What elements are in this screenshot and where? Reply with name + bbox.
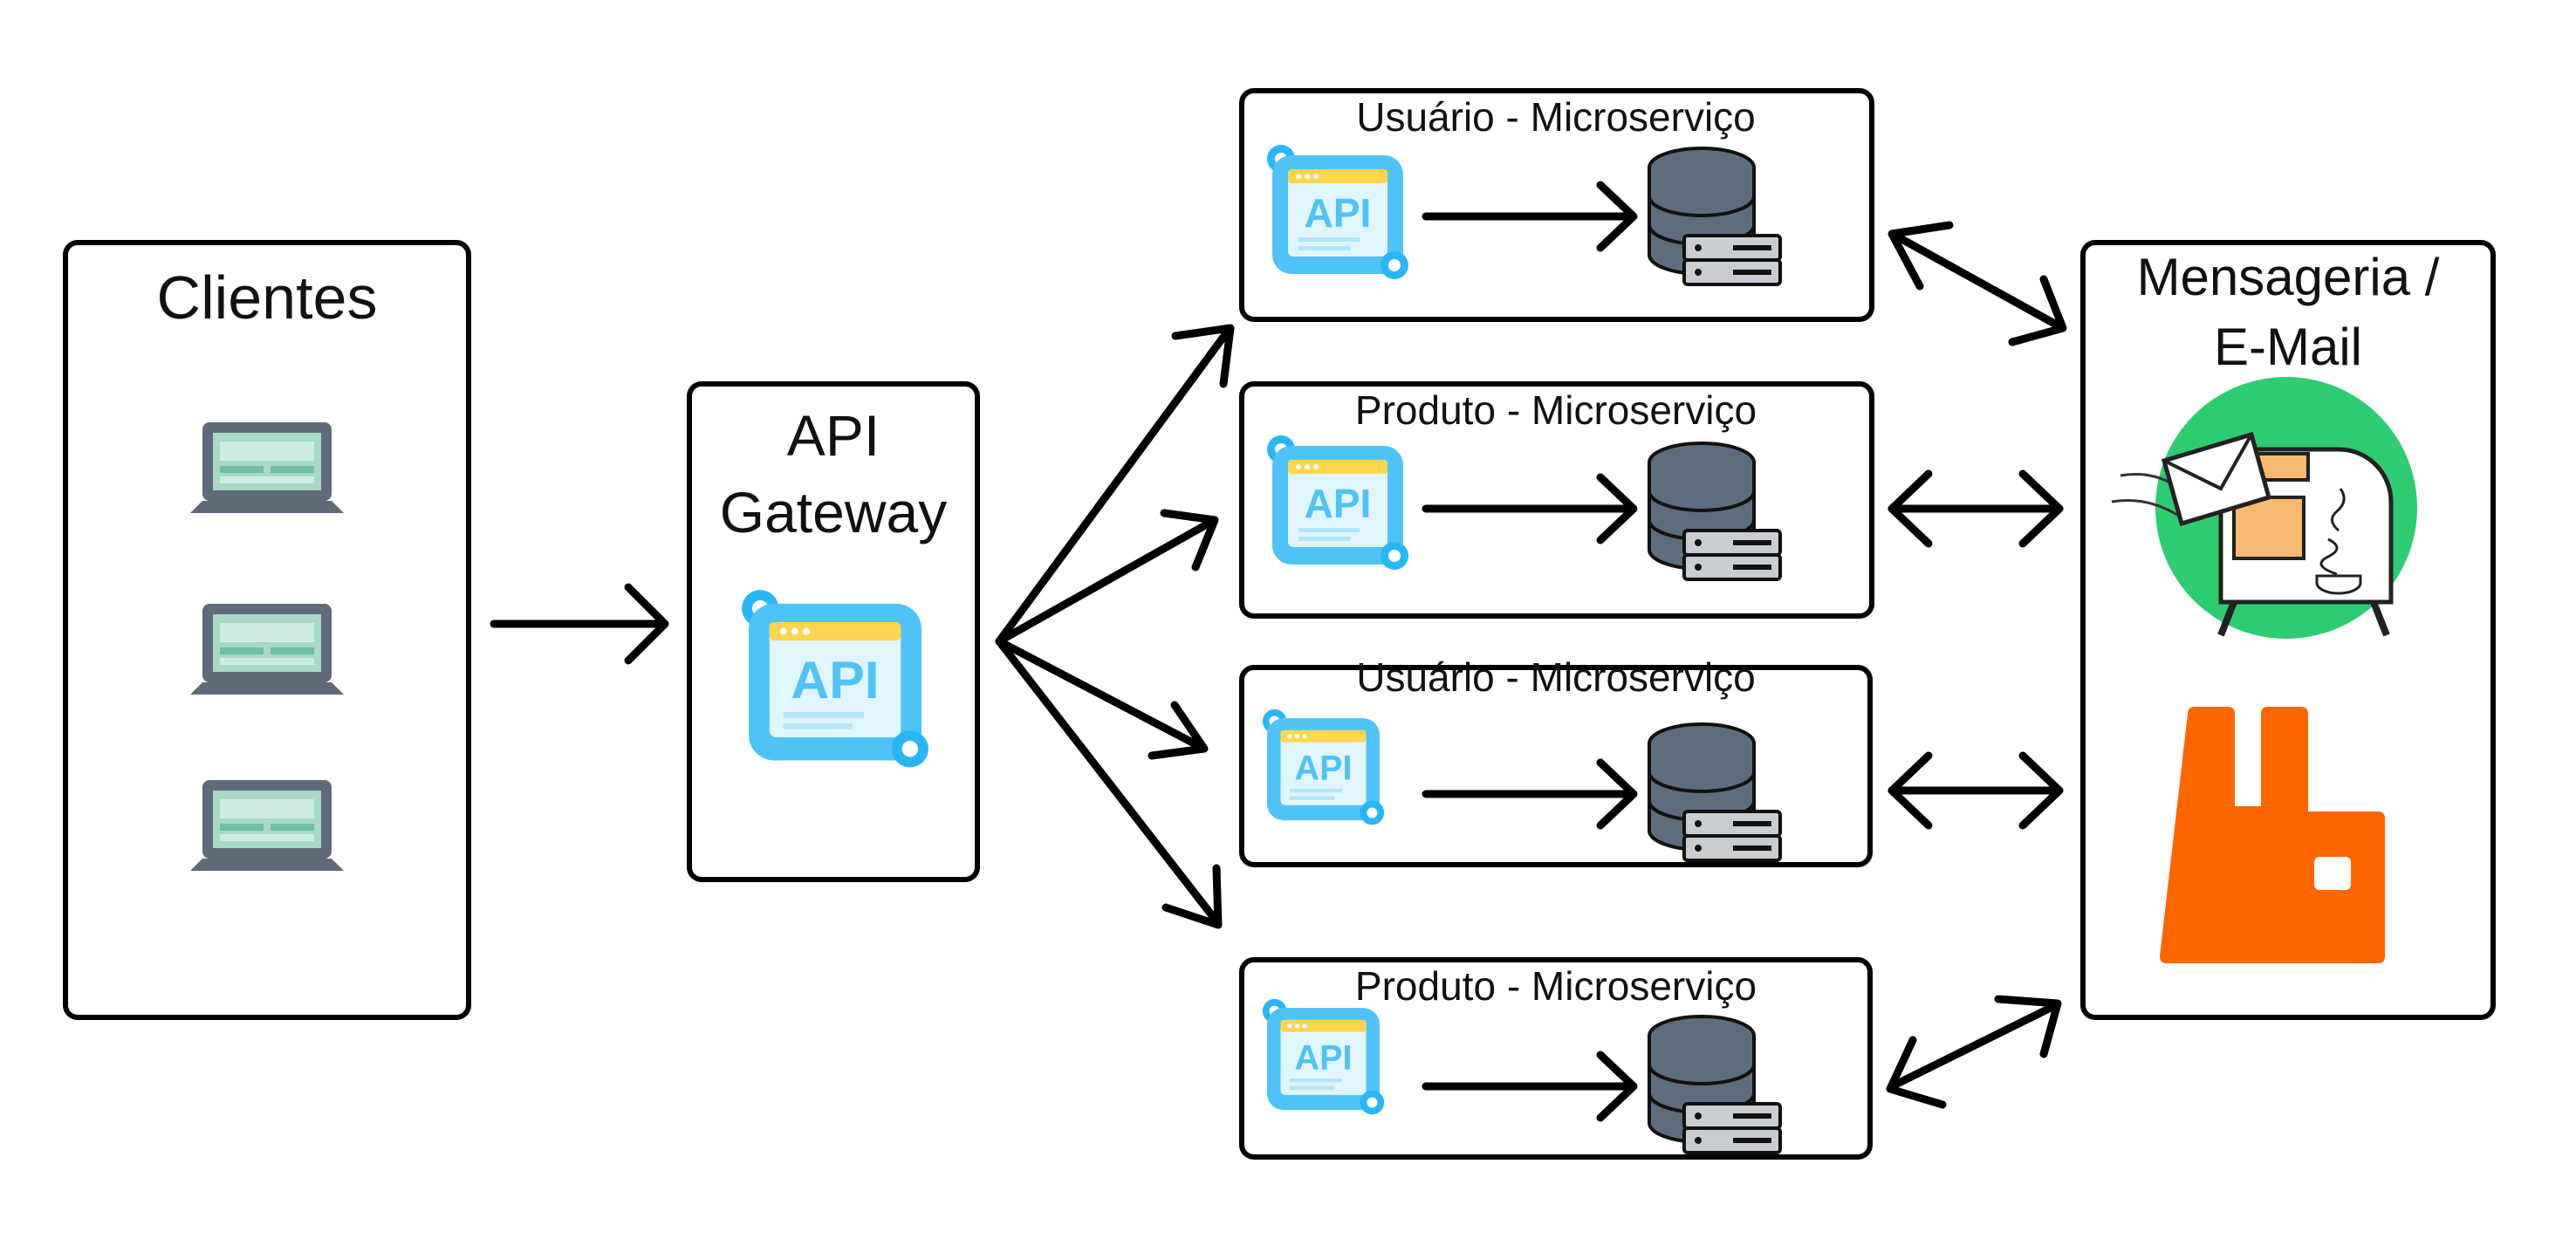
api-icon: API	[1262, 998, 1385, 1115]
arrow-clients-gateway	[490, 583, 669, 665]
internal-arrow	[1422, 758, 1638, 830]
internal-arrow	[1422, 473, 1638, 544]
mailbox-java-icon	[2111, 377, 2417, 639]
laptop-icon	[190, 604, 344, 695]
arrow-services-messaging	[1886, 221, 2067, 1109]
svg-text:API: API	[1305, 481, 1372, 526]
laptop-icon	[190, 422, 344, 513]
api-icon: API	[1262, 709, 1385, 825]
gateway-title-line1: API	[787, 403, 880, 468]
api-gateway-box: API Gateway API	[687, 381, 980, 882]
laptop-icon	[190, 780, 344, 871]
service-box: Produto - Microserviço API	[1239, 957, 1873, 1160]
gateway-title-line2: Gateway	[720, 480, 947, 544]
svg-text:API: API	[791, 650, 879, 709]
service-title: Usuário - Microserviço	[1356, 94, 1756, 140]
service-title: Produto - Microserviço	[1355, 387, 1757, 433]
clients-title: Clientes	[157, 264, 378, 332]
service-title: Usuário - Microserviço	[1356, 654, 1756, 700]
messaging-title-line1: Mensageria /	[2137, 248, 2440, 306]
service-title: Produto - Microserviço	[1355, 963, 1757, 1009]
service-box: Produto - Microserviço API	[1239, 381, 1874, 619]
service-box: Usuário - Microserviço API	[1239, 88, 1874, 322]
arrow-gateway-services	[995, 324, 1235, 929]
messaging-box: Mensageria / E-Mail	[2080, 240, 2496, 1020]
rabbitmq-icon	[2160, 707, 2385, 963]
svg-text:API: API	[1305, 190, 1372, 236]
svg-text:API: API	[1295, 750, 1353, 788]
api-icon: API	[1267, 145, 1408, 279]
internal-arrow	[1422, 1051, 1638, 1122]
api-icon: API	[1267, 435, 1408, 570]
svg-text:API: API	[1295, 1039, 1353, 1078]
clients-box: Clientes	[63, 240, 471, 1020]
messaging-title-line2: E-Mail	[2214, 318, 2362, 376]
internal-arrow	[1422, 181, 1638, 252]
api-gateway-icon: API	[742, 590, 928, 768]
service-box: Usuário - Microserviço API	[1239, 654, 1873, 867]
